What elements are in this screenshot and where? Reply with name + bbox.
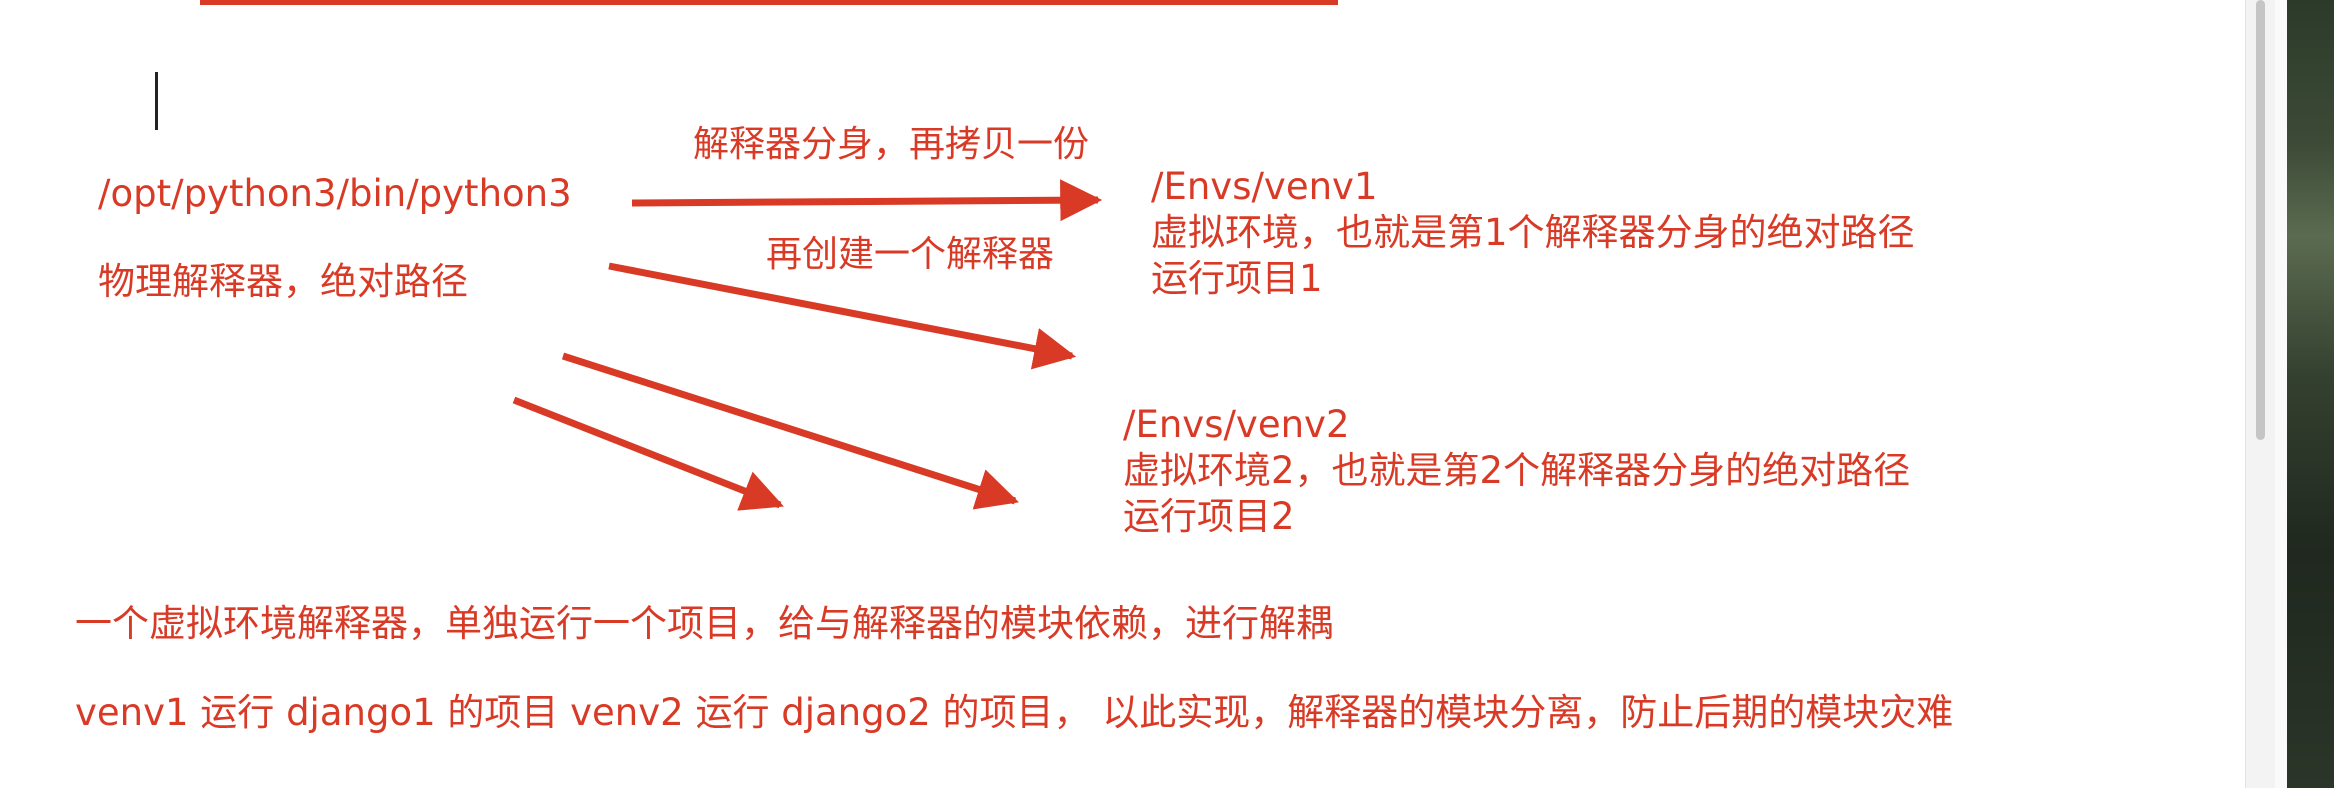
desktop-background <box>2287 0 2334 788</box>
arrows-layer <box>0 0 2245 788</box>
venv1-path: /Envs/venv1 <box>1151 164 1915 210</box>
source-path-label: /opt/python3/bin/python3 <box>98 175 572 212</box>
scrollbar-thumb[interactable] <box>2256 0 2265 440</box>
note-decoupling: 一个虚拟环境解释器，单独运行一个项目，给与解释器的模块依赖，进行解耦 <box>75 605 1333 642</box>
arrow-icon <box>609 266 1072 356</box>
venv1-description: 虚拟环境，也就是第1个解释器分身的绝对路径 <box>1151 210 1915 256</box>
venv2-path: /Envs/venv2 <box>1123 402 1910 448</box>
text-caret-icon <box>155 72 158 130</box>
top-red-rule <box>200 0 1338 5</box>
arrow1-label: 解释器分身，再拷贝一份 <box>693 127 1089 163</box>
arrow-icon <box>632 200 1098 203</box>
note-module-separation: venv1 运行 django1 的项目 venv2 运行 django2 的项… <box>75 694 1953 731</box>
venv1-block: /Envs/venv1 虚拟环境，也就是第1个解释器分身的绝对路径 运行项目1 <box>1151 164 1915 302</box>
arrow-icon <box>514 400 780 505</box>
venv1-project: 运行项目1 <box>1151 256 1915 302</box>
venv2-project: 运行项目2 <box>1123 494 1910 540</box>
window-gap <box>2275 0 2287 788</box>
document-canvas: /opt/python3/bin/python3 物理解释器，绝对路径 解释器分… <box>0 0 2245 788</box>
source-caption-label: 物理解释器，绝对路径 <box>98 263 468 300</box>
arrow-icon <box>563 356 1015 501</box>
venv2-description: 虚拟环境2，也就是第2个解释器分身的绝对路径 <box>1123 448 1910 494</box>
venv2-block: /Envs/venv2 虚拟环境2，也就是第2个解释器分身的绝对路径 运行项目2 <box>1123 402 1910 540</box>
arrow2-label: 再创建一个解释器 <box>766 237 1054 273</box>
